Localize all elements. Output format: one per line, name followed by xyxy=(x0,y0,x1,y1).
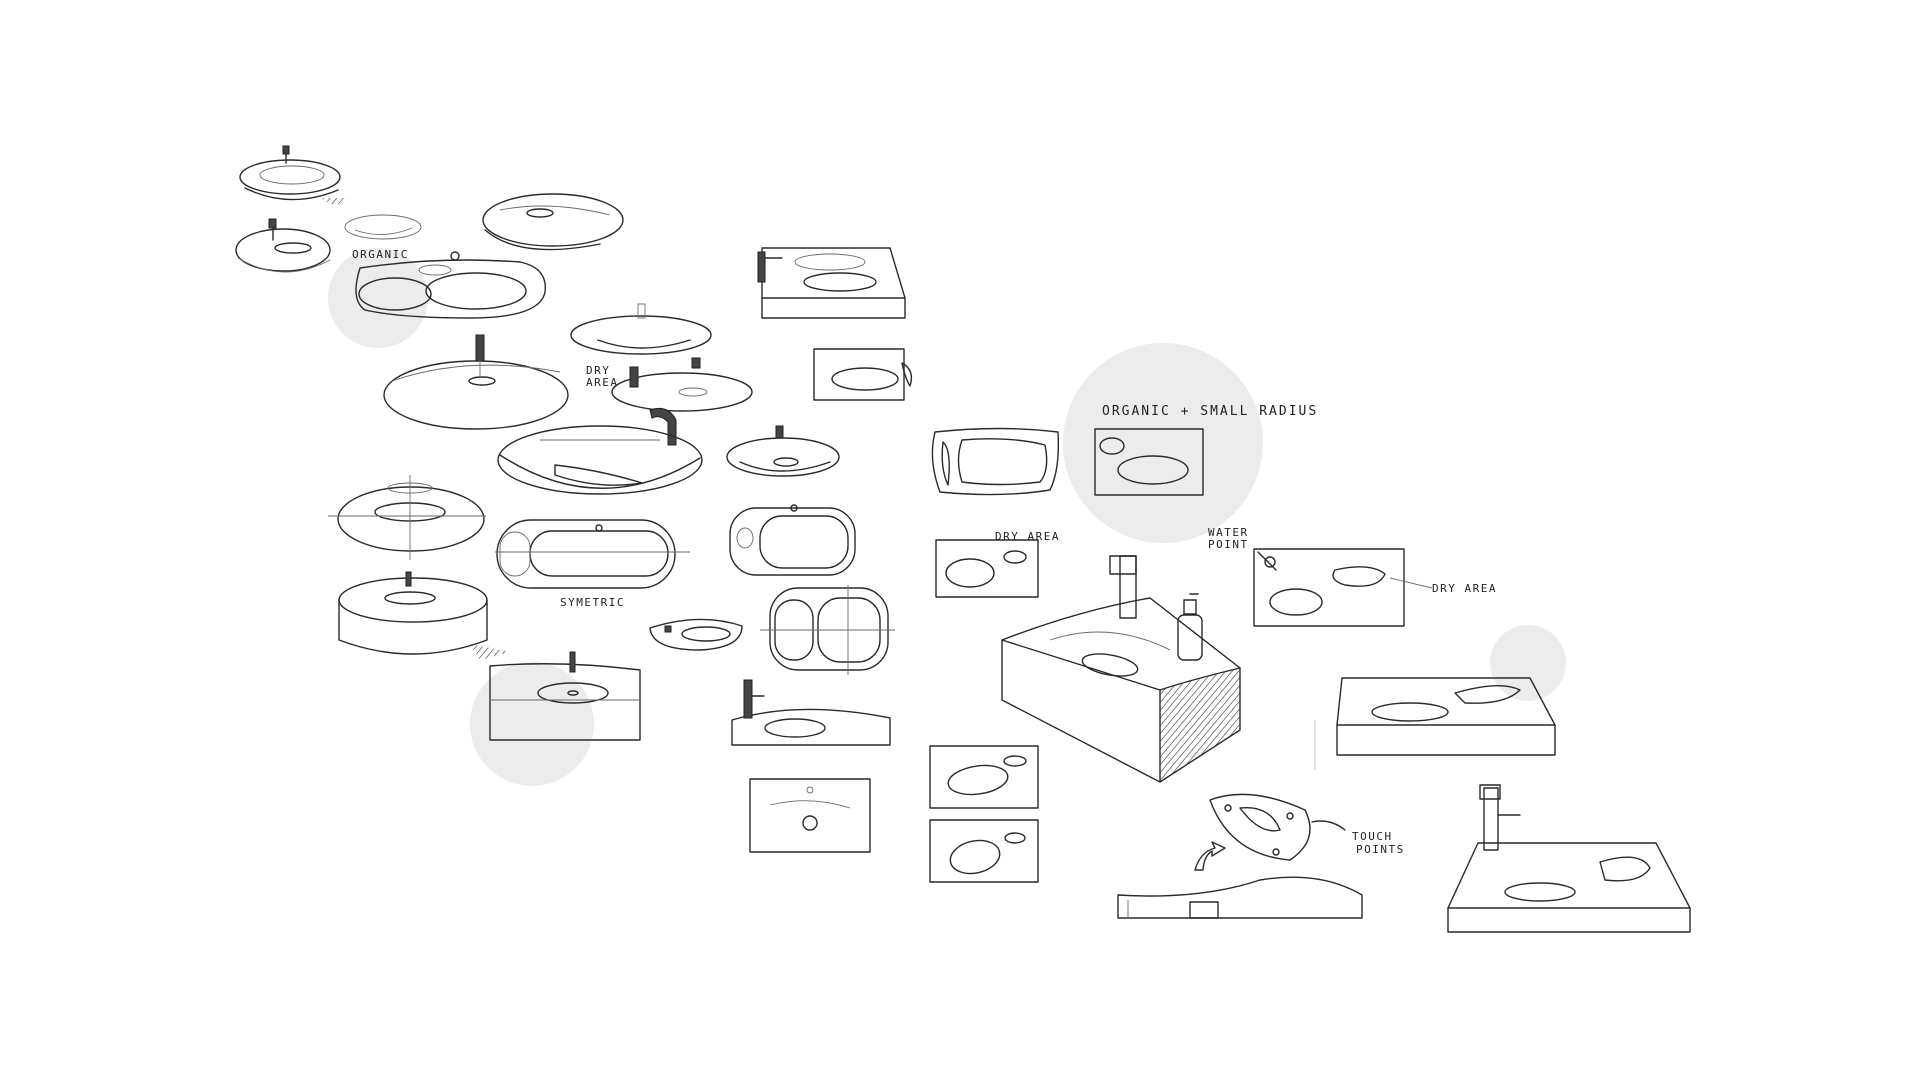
sketch-soap-dish xyxy=(649,618,743,651)
label-dry-area-plan: DRY AREA xyxy=(995,530,1060,543)
sketch-organic-double-tray xyxy=(931,427,1060,496)
sketch-organic-double-basin: ORGANIC xyxy=(352,248,546,319)
sketch-round-basin-small-2 xyxy=(235,218,331,273)
sketch-rounded-tray-2 xyxy=(760,585,895,675)
sketch-oval-basin-faucet-1 xyxy=(383,334,569,430)
sketch-plan-dry-area: DRY AREA xyxy=(935,530,1060,598)
sketch-square-basin-circle xyxy=(489,651,641,741)
label-dry-area-right: DRY AREA xyxy=(1432,582,1497,595)
sketch-main-vanity xyxy=(1001,555,1241,783)
label-water-point: WATER xyxy=(1208,526,1249,539)
sketch-round-basin-small-3 xyxy=(344,214,422,240)
sketch-oval-basin-top xyxy=(482,193,624,251)
sketch-square-basin-top xyxy=(757,247,906,319)
label-dry-area: DRY xyxy=(586,364,610,377)
sketch-organic-small-radius: ORGANIC + SMALL RADIUS xyxy=(1094,404,1318,496)
label-water-point-sub: POINT xyxy=(1208,538,1249,551)
sketch-plan-small-2 xyxy=(929,819,1039,883)
sketch-plan-rectangle-1 xyxy=(813,348,913,401)
sketch-plan-small-1 xyxy=(929,745,1039,809)
sketch-square-basin-faucet-3 xyxy=(731,679,891,746)
label-touch-points: TOUCH xyxy=(1352,830,1393,843)
sketch-large-oval-basin xyxy=(497,425,703,495)
sketch-slab-basin-right-2 xyxy=(1447,784,1691,933)
label-touch-points-sub: POINTS xyxy=(1356,843,1405,856)
highlight-circle-organic xyxy=(328,248,428,348)
label-organic-small-radius: ORGANIC + SMALL RADIUS xyxy=(1102,404,1318,419)
sketch-ellipse-guides xyxy=(328,475,486,560)
sketch-water-point-plan: WATER POINT DRY AREA xyxy=(1208,526,1497,627)
label-dry-area-sub: AREA xyxy=(586,376,619,389)
sketch-touch-points: TOUCH POINTS xyxy=(1117,793,1405,919)
sketch-oval-basin-dry-area: DRY AREA xyxy=(570,303,753,446)
label-organic: ORGANIC xyxy=(352,248,409,261)
sketch-oval-basin-faucet-2 xyxy=(726,425,840,477)
sketch-rounded-tray-1 xyxy=(729,504,856,576)
highlight-circle-square-basin xyxy=(470,662,594,786)
highlight-circles xyxy=(328,248,1566,786)
sketch-round-basin-small-1 xyxy=(239,145,350,206)
sketch-symmetric-capsule: SYMETRIC xyxy=(495,519,690,609)
sketch-slab-basin-right-1 xyxy=(1314,677,1556,770)
label-symmetric: SYMETRIC xyxy=(560,596,625,609)
highlight-circle-organic-small-radius xyxy=(1063,343,1263,543)
sketch-round-top-basin xyxy=(338,571,510,660)
highlight-circle-right xyxy=(1490,625,1566,701)
sketch-plan-rectangle-circle xyxy=(749,778,871,853)
